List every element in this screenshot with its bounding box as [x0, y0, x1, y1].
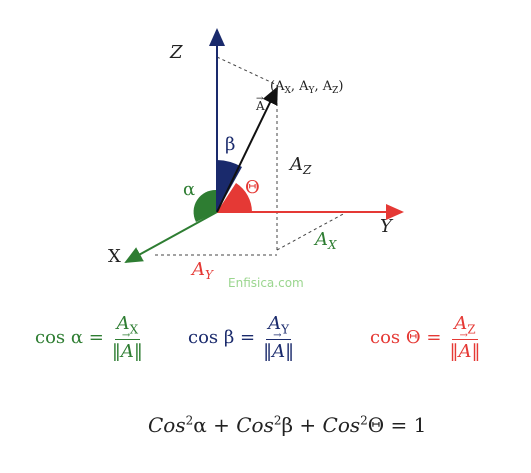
- vector-a: [216, 86, 278, 213]
- cos-beta-lhs: cos β =: [188, 327, 256, 349]
- vector-a-arrow-icon: →: [256, 94, 264, 104]
- point-coordinates-label: (AX, AY, AZ): [270, 79, 344, 96]
- cos-alpha-lhs: cos α =: [35, 327, 104, 349]
- cos-alpha-formula: cos α = AX ‖A‖: [35, 315, 143, 361]
- component-ax-label: AX: [313, 229, 337, 252]
- x-axis: [124, 211, 218, 263]
- cos-beta-fraction: AY ‖A‖: [263, 315, 294, 361]
- component-ay-label: AY: [190, 259, 214, 282]
- cos-alpha-fraction: AX ‖A‖: [112, 315, 143, 361]
- angle-alpha-label: α: [183, 179, 195, 200]
- y-axis-label: Y: [380, 216, 394, 237]
- angle-beta-label: β: [225, 134, 235, 155]
- cos-beta-denominator: ‖A‖: [263, 340, 294, 361]
- angle-alpha-wedge: [193, 189, 217, 222]
- angle-theta-label: Θ: [245, 177, 260, 198]
- axes-diagram: Z X Y (AX, AY, AZ) A → β α Θ AZ AX AY: [108, 28, 404, 282]
- angle-theta-wedge: [217, 183, 252, 212]
- cos-alpha-denominator: ‖A‖: [112, 340, 143, 361]
- direction-cosines-identity: Cos2α + Cos2β + Cos2Θ = 1: [148, 413, 427, 437]
- projection-lines: [155, 56, 346, 256]
- cos-theta-denominator: ‖A‖: [449, 340, 480, 361]
- cos-theta-fraction: AZ ‖A‖: [449, 315, 480, 361]
- vector-a-label: A: [255, 99, 265, 113]
- component-az-label: AZ: [288, 154, 312, 177]
- cos-theta-formula: cos Θ = AZ ‖A‖: [370, 315, 480, 361]
- z-axis-label: Z: [169, 42, 183, 63]
- x-axis-label: X: [108, 246, 121, 267]
- watermark-text: Enfisica.com: [228, 276, 304, 290]
- cos-theta-lhs: cos Θ =: [370, 327, 442, 349]
- cos-beta-formula: cos β = AY ‖A‖: [188, 315, 294, 361]
